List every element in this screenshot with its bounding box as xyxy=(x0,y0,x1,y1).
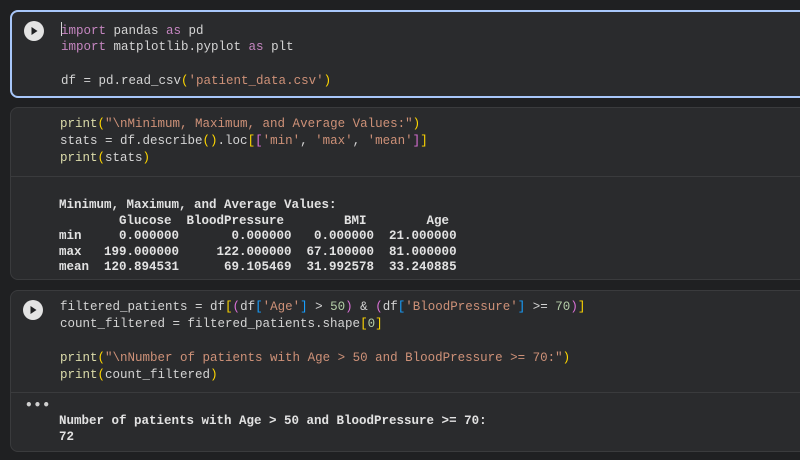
code-editor[interactable]: filtered_patients = df[(df['Age'] > 50) … xyxy=(60,300,586,382)
play-icon xyxy=(30,306,37,314)
cell-output-count: Number of patients with Age > 50 and Blo… xyxy=(59,414,487,444)
output-divider xyxy=(11,392,800,393)
cell-output-stats-table: Minimum, Maximum, and Average Values: Gl… xyxy=(59,198,457,274)
run-cell-button[interactable] xyxy=(23,300,43,320)
run-cell-button[interactable] xyxy=(24,21,44,41)
code-cell-filter[interactable]: filtered_patients = df[(df['Age'] > 50) … xyxy=(10,290,800,452)
more-horizontal-icon[interactable]: ••• xyxy=(25,398,52,412)
code-editor[interactable]: print("\nMinimum, Maximum, and Average V… xyxy=(60,117,428,165)
text-cursor xyxy=(61,22,62,36)
play-icon xyxy=(31,27,38,35)
code-cell-stats[interactable]: print("\nMinimum, Maximum, and Average V… xyxy=(10,107,800,280)
output-divider xyxy=(11,176,800,177)
